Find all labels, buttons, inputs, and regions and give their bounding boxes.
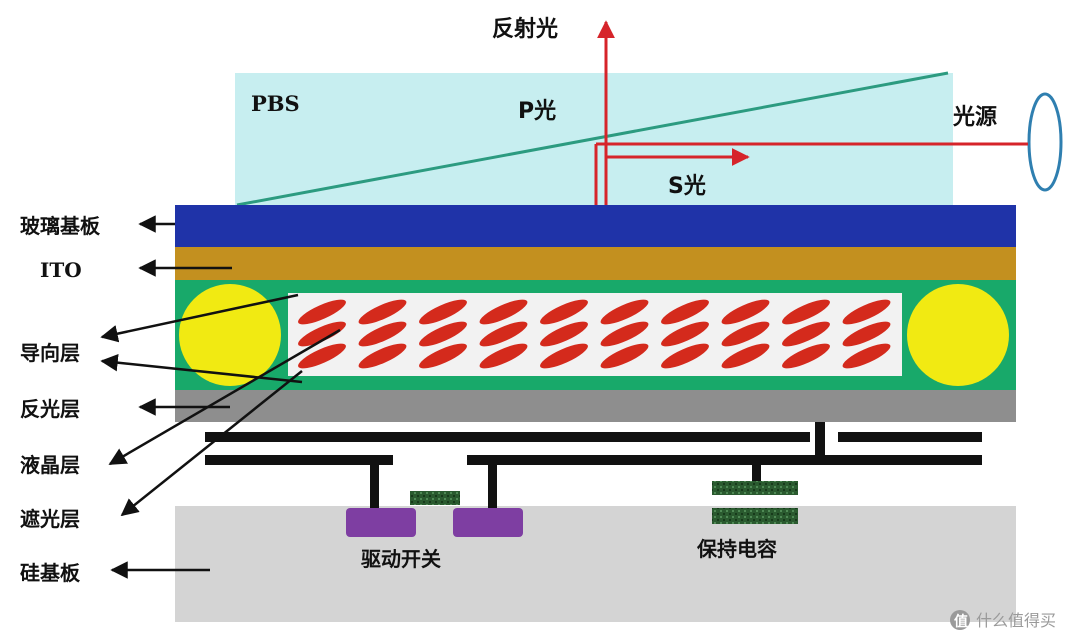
glass-substrate bbox=[175, 205, 1016, 247]
lc-molecule bbox=[782, 299, 830, 325]
lc-molecule bbox=[479, 299, 528, 325]
shield-line-bottom-left bbox=[205, 455, 393, 465]
lc-molecule bbox=[600, 299, 649, 325]
lc-molecule bbox=[721, 321, 770, 347]
lc-layer-label: 液晶层 bbox=[20, 453, 80, 477]
lc-molecule bbox=[782, 343, 830, 369]
lc-molecule bbox=[298, 321, 346, 347]
pointer-lc bbox=[108, 328, 341, 466]
switch-pad-left bbox=[346, 508, 416, 537]
reflective-layer-label: 反光层 bbox=[20, 397, 80, 421]
drive-switch-label: 驱动开关 bbox=[361, 547, 441, 571]
pbs-split-line bbox=[236, 71, 949, 207]
p-light-label: P光 bbox=[518, 99, 556, 124]
via-switch-left bbox=[370, 465, 379, 509]
ito-label: ITO bbox=[40, 258, 82, 282]
lc-molecule bbox=[540, 299, 588, 325]
lc-molecule bbox=[842, 299, 891, 325]
capacitor-plate-bottom bbox=[712, 508, 798, 524]
alignment-layer-label: 导向层 bbox=[20, 341, 80, 365]
storage-capacitor-label: 保持电容 bbox=[696, 537, 777, 561]
lc-molecule bbox=[661, 343, 709, 369]
switch-gate bbox=[410, 491, 460, 505]
shield-line-bottom-right bbox=[467, 455, 982, 465]
capacitor-plate-top bbox=[712, 481, 798, 495]
lc-molecule bbox=[419, 343, 467, 369]
lc-molecule bbox=[842, 343, 891, 369]
light-source-label: 光源 bbox=[952, 105, 997, 130]
pointer-shield bbox=[120, 370, 303, 517]
lc-molecule bbox=[721, 343, 770, 369]
lc-molecule bbox=[419, 321, 467, 347]
shield-line-top-right bbox=[838, 432, 982, 442]
lc-molecule bbox=[540, 321, 588, 347]
ito-layer bbox=[175, 247, 1016, 280]
watermark-logo-icon bbox=[950, 610, 970, 630]
lc-molecule bbox=[298, 343, 346, 369]
lc-molecule bbox=[782, 321, 830, 347]
glass-substrate-label: 玻璃基板 bbox=[20, 214, 101, 238]
lc-molecule bbox=[358, 299, 407, 325]
silicon-substrate bbox=[175, 506, 1016, 622]
lc-molecule bbox=[358, 343, 407, 369]
lc-molecule bbox=[479, 321, 528, 347]
pointer-alignment-2 bbox=[100, 353, 303, 384]
lc-molecule bbox=[842, 321, 891, 347]
switch-pad-right bbox=[453, 508, 523, 537]
lc-molecule bbox=[479, 343, 528, 369]
silicon-substrate-label: 硅基板 bbox=[20, 561, 81, 585]
lc-molecule bbox=[721, 299, 770, 325]
reflective-layer bbox=[175, 390, 1016, 422]
via-capacitor bbox=[752, 465, 761, 481]
spacer-ball-right bbox=[907, 284, 1009, 386]
lc-molecule bbox=[661, 321, 709, 347]
via-upper bbox=[815, 422, 825, 465]
lc-molecule bbox=[540, 343, 588, 369]
s-light-label: S光 bbox=[668, 174, 706, 199]
lc-molecule bbox=[600, 321, 649, 347]
lc-molecule bbox=[419, 299, 467, 325]
spacer-ball-left bbox=[179, 284, 281, 386]
lc-molecule bbox=[600, 343, 649, 369]
watermark-logo-glyph: 值 bbox=[954, 613, 968, 630]
pbs-label: PBS bbox=[251, 91, 300, 116]
shield-layer-label: 遮光层 bbox=[20, 507, 80, 531]
lc-molecule bbox=[661, 299, 709, 325]
lc-molecules bbox=[298, 299, 891, 369]
shield-line-top-left bbox=[205, 432, 810, 442]
lc-molecule bbox=[358, 321, 407, 347]
light-source-lens bbox=[1027, 92, 1063, 192]
reflected-light-label: 反射光 bbox=[492, 16, 558, 42]
watermark-text: 什么值得买 bbox=[976, 611, 1056, 630]
pointer-alignment-1 bbox=[100, 293, 299, 343]
watermark: 值 什么值得买 bbox=[950, 610, 1056, 630]
via-switch-right bbox=[488, 465, 497, 509]
lc-molecule bbox=[298, 299, 346, 325]
